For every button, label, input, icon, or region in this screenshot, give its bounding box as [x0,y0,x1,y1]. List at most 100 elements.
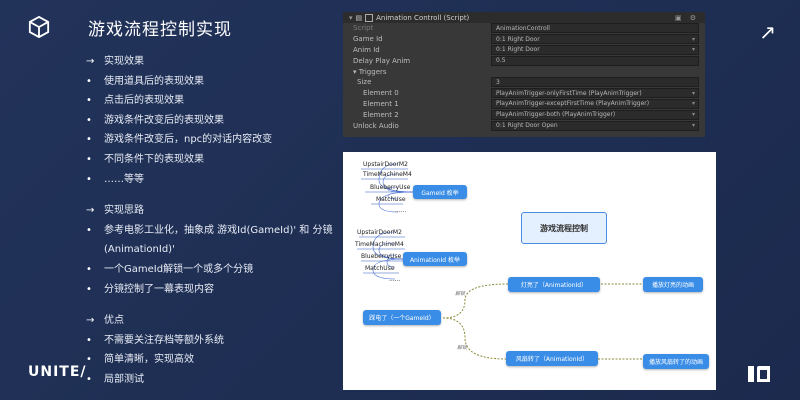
flow-diagram: UpstairDoorM2 TimeMachineM4 BlueberryUse… [343,152,716,390]
bullet-text: ……等等 [104,173,144,185]
dropdown-arrow-icon[interactable]: ▾ [691,35,695,43]
dropdown-arrow-icon[interactable]: ▾ [691,100,695,108]
slide-title: 游戏流程控制实现 [88,20,232,40]
bullet-item: • ……等等 [86,170,346,190]
animid-item-1: TimeMachineM4 [355,241,404,248]
component-enabled-checkbox[interactable] [365,13,374,22]
inspector-value-text: 0:1 Right Door [496,46,540,54]
arrow-north-east-icon: ↗ [759,20,776,44]
bullet-item: •使用道具后的表现效果 [86,72,346,92]
dropdown-arrow-icon[interactable]: ▾ [691,89,695,97]
inspector-field-value[interactable]: 0:1 Right Door ▾ [491,34,699,45]
branch-light-node: 灯亮了（AnimationId） [508,277,600,292]
bullet-dot-icon: • [86,224,92,236]
inspector-row: Element 1 PlayAnimTrigger-exceptFirstTime… [343,98,705,110]
inspector-value-text: 3 [496,78,500,86]
bullet-dot-icon: • [86,263,92,275]
inspector-value-text: 0.5 [496,57,506,65]
inspector-value-text: 0:1 Right Door [496,35,540,43]
inspector-field-label: ▾ Triggers [353,67,387,76]
arrow-right-icon: → [86,56,95,67]
unity-logo-icon [28,16,50,38]
bullet-dot-icon: • [86,354,92,366]
bullet-dot-icon: • [86,334,92,346]
inspector-field-value[interactable]: PlayAnimTrigger-both (PlayAnimTrigger) ▾ [491,109,699,120]
dropdown-arrow-icon[interactable]: ▾ [691,122,695,130]
inspector-field-label: Element 1 [363,99,399,108]
bullet-gap [86,299,346,311]
inspector-field-value [491,68,699,76]
inspector-component-header[interactable]: ▾ ▤ Animation Controll (Script) ▣ ⚙ [343,12,705,23]
bullet-dot-icon: • [86,114,92,126]
inspector-field-value[interactable]: PlayAnimTrigger-onlyFirstTime (PlayAnimT… [491,88,699,99]
bullet-text: 一个GameId解锁一个或多个分镜 [104,263,254,275]
bullet-text: 游戏条件改变后，npc的对话内容改变 [104,134,273,146]
inspector-row: Delay Play Anim 0.5 [343,55,705,66]
inspector-field-value[interactable]: 0:1 Right Door Open ▾ [491,120,699,131]
animid-enum-node: AnimationId 枚举 [403,252,467,266]
dropdown-arrow-icon[interactable]: ▾ [691,111,695,119]
gameid-item-0: UpstairDoorM2 [363,161,408,168]
inspector-row: Size 3 [343,77,705,88]
bullet-text: 点击后的表现效果 [104,95,184,107]
inspector-field-value[interactable]: 3 [491,77,699,88]
inspector-field-value[interactable]: AnimationControll [491,23,699,34]
gameid-item-4: ...... [395,207,407,214]
inspector-field-label: Unlock Audio [353,121,399,130]
bullet-item: • 游戏条件改变后的表现效果 [86,111,346,131]
arrow-right-icon: → [86,315,95,327]
bullet-text: 不需要关注存档等额外系统 [104,334,224,346]
bullet-item: • 游戏条件改变后，npc的对话内容改变 [86,130,346,150]
diagram-connectors [357,163,643,360]
branch-light-result-node: 播放灯亮的动画 [643,277,703,292]
bullet-dot-icon: • [86,95,92,107]
u-brand-logo-icon [748,366,770,382]
inspector-field-label: Element 2 [363,110,399,119]
bullet-text: 简单清晰，实现高效 [104,354,194,366]
inspector-row: Element 0 PlayAnimTrigger-onlyFirstTime (… [343,88,705,99]
bullet-item: •局部测试 [86,370,346,390]
inspector-field-label: Anim Id [353,45,380,54]
bullet-dot-icon: • [86,173,92,185]
inspector-row: ▾ Triggers [343,66,705,77]
inspector-row: Element 2 PlayAnimTrigger-both (PlayAnimT… [343,109,705,120]
inspector-field-value[interactable]: PlayAnimTrigger-exceptFirstTime (PlayAni… [491,98,699,109]
bullet-item: • 一个GameId解锁一个或多个分镜 [86,260,346,280]
inspector-field-label: Script [353,24,374,33]
component-settings-icon[interactable]: ▣ ⚙ [674,13,699,22]
inspector-value-text: PlayAnimTrigger-both (PlayAnimTrigger) [496,111,616,119]
edge-label-unlock-1: 解锁 [455,291,466,297]
inspector-row: Unlock Audio 0:1 Right Door Open ▾ [343,120,705,131]
inspector-value-text: AnimationControll [496,24,550,32]
gameid-enum-node: GameId 枚举 [413,185,467,199]
inspector-row: Anim Id 0:1 Right Door ▾ [343,44,705,56]
inspector-field-label: Element 0 [363,89,399,98]
animid-item-2: BlueberryUse [361,253,402,260]
bullet-text: 优点 [104,315,124,327]
bullet-text: 不同条件下的表现效果 [104,153,204,165]
inspector-field-label: Delay Play Anim [353,56,411,65]
branch-fan-result-node: 播放风扇转了的动画 [643,354,709,369]
inspector-field-label: Size [357,78,372,87]
component-title: Animation Controll (Script) [376,13,470,22]
diagram-center-node: 游戏流程控制 [521,212,607,244]
arrow-right-icon: → [86,205,95,217]
bullet-item: • 简单清晰，实现高效 [86,350,346,370]
bullet-text: 实现效果 [104,56,144,67]
bullet-item: • 点击后的表现效果 [86,91,346,111]
inspector-value-text: 0:1 Right Door Open [496,122,558,130]
foldout-arrow-icon[interactable]: ▾ [349,13,353,22]
edge-label-unlock-2: 解锁 [457,345,468,351]
unite-brand-text: UNITE/ [28,364,87,380]
gameid-item-2: BlueberryUse [370,184,411,191]
inspector-field-value[interactable]: 0:1 Right Door ▾ [491,44,699,55]
bullet-text: 游戏条件改变后的表现效果 [104,114,224,126]
inspector-field-label: Game Id [353,35,383,44]
inspector-field-value[interactable]: 0.5 [491,55,699,66]
animid-item-0: UpstairDoorM2 [357,229,402,236]
dropdown-arrow-icon[interactable]: ▾ [691,46,695,54]
bullet-text: 局部测试 [104,373,144,385]
bullet-dot-icon: • [86,134,92,146]
